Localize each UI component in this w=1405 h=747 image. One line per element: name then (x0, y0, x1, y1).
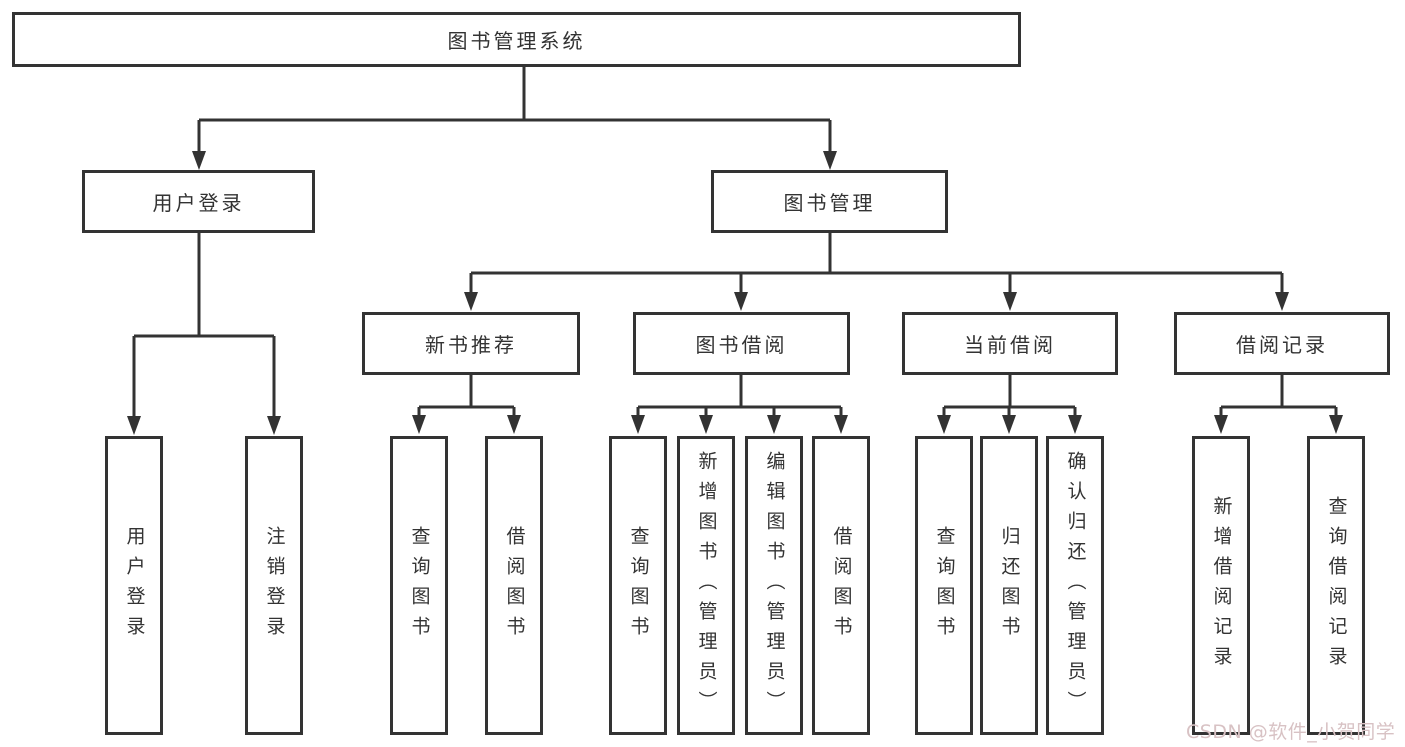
leaf-return-books: 归还图书 (980, 436, 1038, 735)
node-label: 图书借阅 (695, 333, 788, 357)
arrow-head (507, 415, 521, 434)
node-label: 查询图书 (408, 525, 431, 646)
node-label: 图书管理 (783, 191, 876, 215)
csdn-watermark: CSDN @软件_小贺同学 (1186, 721, 1396, 743)
node-current-borrowing: 当前借阅 (902, 312, 1118, 375)
node-book-management: 图书管理 (711, 170, 948, 233)
arrow-head (192, 151, 206, 170)
node-label: 借阅图书 (503, 525, 526, 646)
arrow-head (1068, 415, 1082, 434)
leaf-logout: 注销登录 (245, 436, 303, 735)
arrow-head (1214, 415, 1228, 434)
node-label: 新增图书（管理员） (695, 450, 718, 721)
connector-book-management-to-level3 (469, 233, 1284, 295)
leaf-edit-books-admin: 编辑图书（管理员） (745, 436, 803, 735)
node-label: 借阅记录 (1236, 333, 1328, 357)
node-user-login: 用户登录 (82, 170, 315, 233)
leaf-add-borrow-record: 新增借阅记录 (1192, 436, 1250, 735)
arrow-head (631, 415, 645, 434)
node-label: 新书推荐 (425, 333, 517, 357)
connector-book-borrow-to-leaves (636, 375, 843, 418)
connector-current-borrow-to-leaves (942, 375, 1077, 418)
arrow-head (699, 415, 713, 434)
node-label: 注销登录 (263, 525, 286, 646)
leaf-query-books-recommend: 查询图书 (390, 436, 448, 735)
node-label: 编辑图书（管理员） (763, 450, 786, 721)
connector-user-login-to-leaves (132, 233, 276, 420)
arrow-head (1003, 292, 1017, 311)
arrow-head (1329, 415, 1343, 434)
arrow-head (823, 151, 837, 170)
node-label: 用户登录 (152, 191, 245, 215)
arrow-head (834, 415, 848, 434)
leaf-borrow-books-recommend: 借阅图书 (485, 436, 543, 735)
connector-borrow-records-to-leaves (1219, 375, 1338, 418)
leaf-query-books-borrow: 查询图书 (609, 436, 667, 735)
node-label: 查询借阅记录 (1325, 495, 1348, 676)
arrow-head (767, 415, 781, 434)
arrow-head (267, 416, 281, 435)
arrow-head (937, 415, 951, 434)
node-label: 查询图书 (933, 525, 956, 646)
arrow-head (127, 416, 141, 435)
arrow-head (1002, 415, 1016, 434)
node-book-borrowing: 图书借阅 (633, 312, 850, 375)
node-borrowing-records: 借阅记录 (1174, 312, 1390, 375)
connector-new-book-to-leaves (417, 375, 516, 418)
arrow-head (464, 292, 478, 311)
node-label: 归还图书 (998, 525, 1021, 646)
arrow-head (412, 415, 426, 434)
connector-root-to-level2 (197, 67, 832, 154)
leaf-user-login: 用户登录 (105, 436, 163, 735)
arrow-head (734, 292, 748, 311)
node-label: 新增借阅记录 (1210, 495, 1233, 676)
leaf-borrow-books: 借阅图书 (812, 436, 870, 735)
node-label: 确认归还（管理员） (1064, 450, 1087, 721)
node-label: 用户登录 (123, 525, 146, 646)
leaf-query-books-current: 查询图书 (915, 436, 973, 735)
leaf-confirm-return-admin: 确认归还（管理员） (1046, 436, 1104, 735)
node-label: 借阅图书 (830, 525, 853, 646)
leaf-add-books-admin: 新增图书（管理员） (677, 436, 735, 735)
node-label: 图书管理系统 (447, 29, 586, 53)
node-label: 查询图书 (627, 525, 650, 646)
arrow-head (1275, 292, 1289, 311)
leaf-query-borrow-record: 查询借阅记录 (1307, 436, 1365, 735)
node-label: 当前借阅 (964, 333, 1056, 357)
node-new-book-recommendation: 新书推荐 (362, 312, 580, 375)
node-library-management-system: 图书管理系统 (12, 12, 1021, 67)
